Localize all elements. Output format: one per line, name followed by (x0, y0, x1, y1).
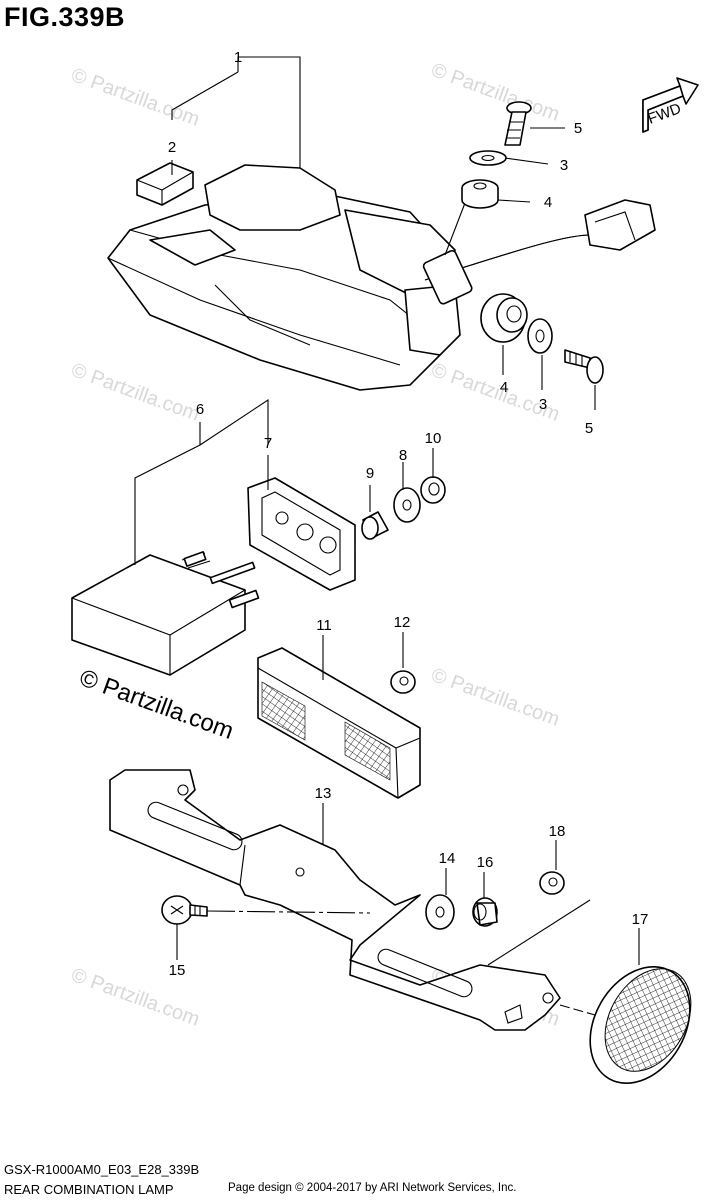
callout-2: 2 (168, 139, 176, 156)
rear-reflector-part (257, 647, 421, 799)
bracket-part (109, 769, 561, 1031)
washer-part (425, 894, 455, 930)
callout-17: 17 (632, 911, 649, 928)
round-reflector-part (559, 965, 692, 1085)
nut-part (390, 670, 416, 694)
callout-12: 12 (394, 614, 411, 631)
screw-part (161, 895, 371, 925)
callout-5: 5 (574, 120, 582, 137)
tail-lamp-assembly (107, 164, 461, 391)
spacer-part (361, 511, 389, 540)
washer-part (393, 487, 421, 523)
callout-9: 9 (366, 465, 374, 482)
watermark: © Partzilla.com (428, 664, 562, 731)
nut-part (539, 871, 565, 895)
callout-3: 3 (539, 396, 547, 413)
callout-16: 16 (477, 854, 494, 871)
grommet-part (480, 293, 528, 343)
callout-4: 4 (500, 379, 508, 396)
grommet-part (461, 179, 499, 209)
callout-labels: 1 2 3 3 4 4 5 5 6 7 8 9 10 11 12 13 14 1… (168, 49, 649, 979)
callout-18: 18 (549, 823, 566, 840)
screw-part (564, 349, 604, 384)
callout-3: 3 (560, 157, 568, 174)
callout-8: 8 (399, 447, 407, 464)
page-credit: Page design © 2004-2017 by ARI Network S… (228, 1182, 517, 1194)
assembly-name: REAR COMBINATION LAMP (4, 1182, 174, 1197)
callout-4: 4 (544, 194, 552, 211)
callout-14: 14 (439, 850, 456, 867)
callout-11: 11 (316, 617, 332, 634)
callout-1: 1 (234, 49, 242, 66)
wire-harness (422, 189, 656, 305)
fwd-badge: FWD (642, 77, 699, 133)
leader-lines (134, 56, 640, 966)
collar-part (472, 897, 498, 927)
callout-6: 6 (196, 401, 204, 418)
figure-title: FIG.339B (4, 2, 126, 32)
watermark-brand: © Partzilla.com (76, 664, 237, 745)
watermark: © Partzilla.com (68, 359, 202, 426)
callout-7: 7 (264, 435, 272, 452)
watermark: © Partzilla.com (68, 64, 202, 131)
callout-13: 13 (315, 785, 332, 802)
lens-gasket-part (247, 477, 356, 591)
washer-part (469, 150, 507, 166)
callout-10: 10 (425, 430, 442, 447)
washer-part (527, 318, 553, 354)
model-code: GSX-R1000AM0_E03_E28_339B (4, 1162, 200, 1177)
nut-part (420, 476, 446, 504)
screw-part (504, 101, 532, 146)
callout-15: 15 (169, 962, 186, 979)
callout-5: 5 (585, 420, 593, 437)
watermark: © Partzilla.com (428, 59, 562, 126)
clip-part (136, 162, 194, 206)
license-lamp-assembly (71, 551, 260, 676)
